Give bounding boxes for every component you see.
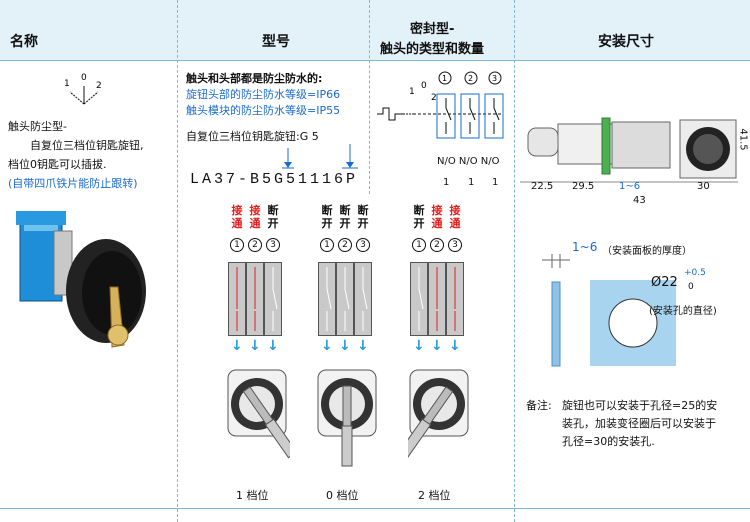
bottom-line: [0, 508, 750, 509]
contact-state-label: 接 通: [231, 204, 243, 230]
contact-block: [410, 262, 428, 336]
divider-3: [514, 0, 515, 522]
arrow-down-icon: ↓: [431, 338, 443, 354]
arrow-down-icon: ↓: [321, 338, 333, 354]
name-line1: 触头防尘型-: [8, 120, 67, 133]
model-pointer-arrows: [282, 144, 358, 169]
switch-face-image: [398, 366, 472, 482]
hole-note: (安装孔的直径): [649, 306, 717, 317]
divider-1: [177, 0, 178, 522]
arrow-down-icon: ↓: [357, 338, 369, 354]
contact-schematic: 1 0 2 1 2 3: [377, 71, 504, 139]
header-name: 名称: [10, 34, 38, 50]
arrow-down-icon: ↓: [249, 338, 261, 354]
contact-state-label: 断 开: [267, 204, 279, 230]
count-1: 1: [443, 177, 450, 188]
contact-block: [318, 262, 336, 336]
contact-number-circle: 2: [248, 238, 262, 252]
contact-number-circle: 3: [448, 238, 462, 252]
position-label: 1 档位: [236, 489, 269, 502]
contact-circle-1: 1: [442, 74, 447, 83]
notes-line1: 旋钮也可以安装于孔径=25的安: [562, 399, 718, 412]
contact-state-label: 接 通: [431, 204, 443, 230]
header-install: 安装尺寸: [598, 34, 654, 50]
ip-module: 触头模块的防尘防水等级=IP55: [186, 104, 341, 117]
dim-2: 29.5: [572, 181, 595, 192]
contact-state-label: 断 开: [321, 204, 333, 230]
arrow-down-icon: ↓: [339, 338, 351, 354]
diagram-label-2: 2: [96, 81, 102, 91]
switch-face-image: [316, 366, 380, 482]
hole-tol-zero: 0: [688, 282, 694, 292]
panel-thickness-note: （安装面板的厚度）: [602, 246, 692, 257]
panel-section-drawing: [542, 254, 570, 367]
contact-label-2: 2: [431, 93, 437, 103]
mounting-hole-drawing: [590, 280, 676, 366]
name-line4: (自带四爪铁片能防止跟转): [8, 177, 138, 190]
no-labels: N/O N/O N/O: [437, 156, 500, 167]
contact-block: [354, 262, 372, 336]
header-contacts-line1: 密封型-: [410, 22, 455, 37]
arrow-down-icon: ↓: [267, 338, 279, 354]
contact-block: [428, 262, 446, 336]
arrow-down-icon: ↓: [449, 338, 461, 354]
model-intro: 触头和头部都是防尘防水的:: [186, 72, 323, 85]
panel-thickness: 1~6: [572, 240, 598, 254]
hole-diameter: Ø22: [651, 275, 678, 290]
contact-number-circle: 2: [338, 238, 352, 252]
contact-state-label: 断 开: [357, 204, 369, 230]
divider-2: [369, 0, 370, 194]
contact-block: [336, 262, 354, 336]
contact-label-0: 0: [421, 81, 427, 91]
name-line2: 自复位三档位钥匙旋钮,: [30, 139, 144, 152]
notes-line2: 装孔，加装变径圈后可以安装于: [562, 417, 716, 430]
count-3: 1: [492, 177, 499, 188]
dim-5: 30: [697, 181, 710, 192]
contact-number-circle: 1: [412, 238, 426, 252]
position-label: 2 档位: [418, 489, 451, 502]
contact-number-circle: 1: [230, 238, 244, 252]
diagram-label-0: 0: [81, 73, 87, 83]
dim-4: 43: [633, 195, 646, 206]
contact-number-circle: 3: [266, 238, 280, 252]
contact-block: [264, 262, 282, 336]
ip-head: 旋钮头部的防尘防水等级=IP66: [186, 88, 341, 101]
diagram-label-1: 1: [64, 79, 70, 89]
dim-1: 22.5: [531, 181, 554, 192]
name-line3: 档位0钥匙可以插拔.: [8, 158, 107, 171]
contact-state-label: 断 开: [413, 204, 425, 230]
contact-circle-2: 2: [468, 74, 473, 83]
contact-circle-3: 3: [492, 74, 497, 83]
position-diagram-icon: 1 0 2: [64, 73, 102, 105]
count-2: 1: [468, 177, 475, 188]
contact-number-circle: 1: [320, 238, 334, 252]
contact-block: [446, 262, 464, 336]
table-header: [0, 0, 750, 61]
hole-tol-plus: +0.5: [684, 268, 706, 278]
contact-number-circle: 3: [356, 238, 370, 252]
notes-label: 备注:: [526, 399, 552, 412]
arrow-down-icon: ↓: [413, 338, 425, 354]
contact-number-circle: 2: [430, 238, 444, 252]
position-label: 0 档位: [326, 489, 359, 502]
contact-state-label: 接 通: [449, 204, 461, 230]
dim-6: 41.5: [737, 128, 749, 151]
header-contacts-line2: 触头的类型和数量: [380, 42, 485, 57]
contact-state-label: 接 通: [249, 204, 261, 230]
dim-3: 1~6: [619, 181, 641, 192]
contact-label-1: 1: [409, 87, 415, 97]
model-number: LA37-B5G51116P: [190, 171, 359, 188]
header-model: 型号: [262, 34, 290, 50]
contact-state-label: 断 开: [339, 204, 351, 230]
arrow-down-icon: ↓: [231, 338, 243, 354]
notes-line3: 孔径=30的安装孔.: [562, 435, 655, 448]
dimension-drawing: [520, 117, 738, 183]
switch-face-image: [226, 366, 298, 482]
key-switch-product-image: [16, 211, 146, 348]
model-desc: 自复位三档位钥匙旋钮:G 5: [186, 130, 319, 143]
contact-block: [246, 262, 264, 336]
contact-block: [228, 262, 246, 336]
